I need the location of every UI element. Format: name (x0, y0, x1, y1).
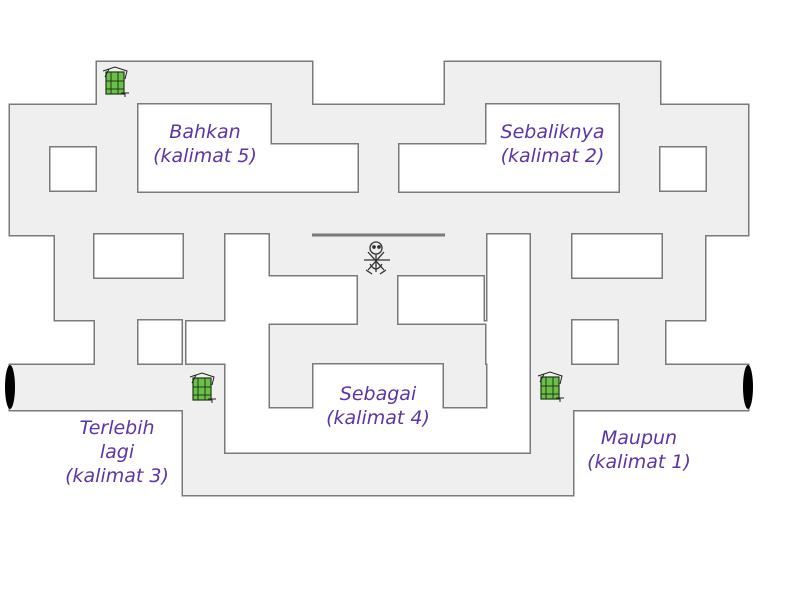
answer-label-terlebih-lagi[interactable]: Terlebih lagi (kalimat 3) (58, 416, 176, 488)
exit-portal-icon[interactable] (743, 365, 753, 409)
answer-label-sebagai[interactable]: Sebagai (kalimat 4) (318, 382, 438, 430)
ghost-icon (189, 372, 216, 403)
answer-sentence: (kalimat 1) (587, 451, 691, 473)
exit-portal-icon[interactable] (5, 365, 15, 409)
answer-label-bahkan[interactable]: Bahkan (kalimat 5) (145, 120, 265, 168)
answer-word-2: lagi (99, 441, 135, 463)
answer-sentence: (kalimat 4) (326, 407, 430, 429)
answer-sentence: (kalimat 5) (153, 145, 257, 167)
answer-label-maupun[interactable]: Maupun (kalimat 1) (578, 426, 700, 474)
answer-word: Sebaliknya (500, 121, 605, 143)
answer-label-sebaliknya[interactable]: Sebaliknya (kalimat 2) (490, 120, 615, 168)
answer-word: Maupun (600, 427, 678, 449)
answer-word: Sebagai (339, 383, 417, 405)
answer-sentence: (kalimat 3) (65, 465, 169, 487)
answer-word: Bahkan (169, 121, 241, 143)
ghost-icon (102, 66, 129, 97)
ghost-icon (537, 371, 564, 402)
answer-sentence: (kalimat 2) (500, 145, 605, 167)
player-icon[interactable] (364, 241, 390, 275)
answer-word: Terlebih (79, 417, 155, 439)
